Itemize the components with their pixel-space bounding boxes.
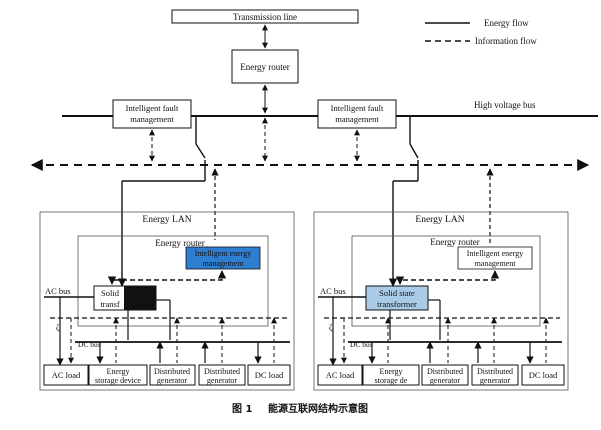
lan-left-router-frame <box>77 235 269 327</box>
lan-left-sst-line2: transf <box>100 299 120 309</box>
lan-right-storage <box>362 364 420 386</box>
lan-left-sst-redaction <box>124 286 156 310</box>
lan-right-ac-load <box>317 364 363 386</box>
lan-right-ac-load-label: AC load <box>326 370 355 380</box>
hv-bus-label: High voltage bus <box>474 100 536 110</box>
lan-right-breaker: ζ <box>329 323 333 332</box>
legend-energy-label: Energy flow <box>484 18 529 28</box>
lan-right-dg2-line1: Distributed <box>477 367 513 376</box>
fault-right-line2: management <box>335 114 379 124</box>
lan-right-sst-line2: transformer <box>377 299 417 309</box>
lan-left-dc-bus-label: DC bus <box>78 340 101 349</box>
lan-right-dg2-line2: generator <box>480 376 511 385</box>
fault-right-line1: Intelligent fault <box>331 103 384 113</box>
transmission-line-label: Transmission line <box>233 12 297 22</box>
lan-right-dg1-line1: Distributed <box>427 367 463 376</box>
lan-right-router-label: Energy router <box>430 237 480 247</box>
energy-lan-right: Energy LAN Energy router Intelligent ene… <box>313 211 569 391</box>
caption-text: 能源互联网结构示意图 <box>268 402 368 415</box>
lan-right-ac-bus-label: AC bus <box>320 286 346 296</box>
fault-management-right: Intelligent fault management <box>317 99 397 162</box>
lan-right-storage-line2: storage de <box>375 376 408 385</box>
lan-right-sst-line1: Solid state <box>379 288 415 298</box>
lan-left-dg2-line2: generator <box>207 376 238 385</box>
energy-lan-left: Energy LAN Energy router Intelligent ene… <box>39 211 295 391</box>
lan-right-sst-box <box>365 285 429 311</box>
lan-right-storage-line1: Energy <box>380 367 403 376</box>
lan-right-router-frame <box>351 235 541 327</box>
fault-left-line2: management <box>130 114 174 124</box>
lan-left-ac-load <box>43 364 89 386</box>
lan-left-title: Energy LAN <box>142 215 191 225</box>
lan-left-iem-box <box>185 246 261 270</box>
lan-left-storage <box>88 364 148 386</box>
lan-left-dg2-line1: Distributed <box>204 367 240 376</box>
lan-right-dc-load-label: DC load <box>529 370 558 380</box>
lan-left-storage-line2: storage device <box>95 376 141 385</box>
right-feeder <box>388 116 419 287</box>
lan-right-iem-box <box>457 246 533 270</box>
lan-left-ac-load-label: AC load <box>52 370 81 380</box>
left-feeder <box>117 116 206 287</box>
lan-left-dg2 <box>198 364 246 386</box>
lan-left-storage-line1: Energy <box>107 367 130 376</box>
legend: Energy flow Information flow <box>425 18 537 46</box>
lan-left-ac-bus-label: AC bus <box>45 286 71 296</box>
lan-left-dg1-line2: generator <box>157 376 188 385</box>
fault-left-line1: Intelligent fault <box>126 103 179 113</box>
caption-label: 图 1 <box>232 403 252 415</box>
lan-right-dc-load <box>521 364 565 386</box>
lan-left-breaker: ζ <box>56 323 60 332</box>
lan-right-dc-bus-label: DC bus <box>350 340 373 349</box>
lan-right-title: Energy LAN <box>415 215 464 225</box>
lan-left-iem-line1: Intelligent energy <box>195 249 252 258</box>
legend-info-label: Information flow <box>475 36 537 46</box>
fault-management-left: Intelligent fault management <box>112 99 192 162</box>
top-energy-router-label: Energy router <box>240 62 290 72</box>
lan-left-iem-line2: management <box>203 259 245 268</box>
lan-left-sst-line1: Solid <box>101 288 120 298</box>
figure-caption: 图 1 能源互联网结构示意图 <box>232 402 368 415</box>
top-energy-router: Energy router <box>231 24 299 114</box>
lan-left-dc-load-label: DC load <box>255 370 284 380</box>
lan-right-dg2 <box>471 364 519 386</box>
lan-left-dc-load <box>247 364 291 386</box>
transmission-line-box: Transmission line <box>171 9 359 24</box>
lan-left-dg1-line1: Distributed <box>154 367 190 376</box>
lan-left-dg1 <box>149 364 196 386</box>
lan-right-iem-line2: management <box>475 259 517 268</box>
lan-right-dg1 <box>421 364 469 386</box>
lan-left-router-label: Energy router <box>155 238 205 248</box>
lan-right-iem-line1: Intelligent energy <box>467 249 524 258</box>
lan-right-dg1-line2: generator <box>430 376 461 385</box>
